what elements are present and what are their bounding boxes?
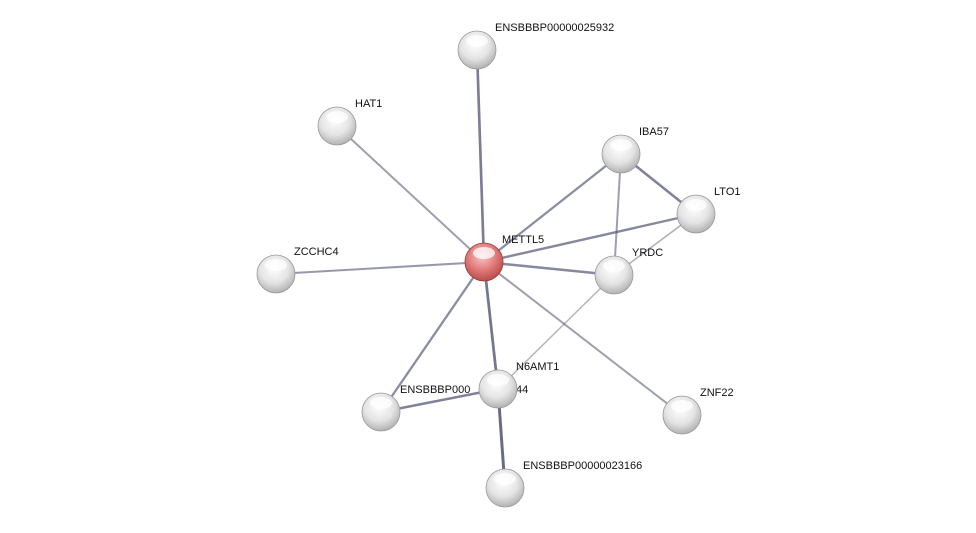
edge-iba57-yrdc[interactable]	[613, 153, 622, 276]
node-zcchc4[interactable]	[256, 254, 296, 294]
edge-mettl5-lto1[interactable]	[483, 212, 697, 264]
edge-mettl5-znf22[interactable]	[483, 261, 683, 416]
node-label-tail-e44: 44	[516, 384, 528, 396]
node-label-n6amt1: N6AMT1	[516, 361, 559, 373]
node-e25932[interactable]	[457, 30, 497, 70]
node-e23166[interactable]	[485, 468, 525, 508]
node-iba57[interactable]	[601, 134, 641, 174]
node-n6amt1[interactable]	[478, 369, 518, 409]
node-label-e25932: ENSBBBP00000025932	[495, 22, 614, 34]
node-label-e44: ENSBBBP000	[400, 384, 470, 396]
node-label-mettl5: METTL5	[502, 234, 544, 246]
node-e44[interactable]	[361, 392, 401, 432]
node-label-lto1: LTO1	[714, 186, 741, 198]
edge-mettl5-zcchc4[interactable]	[275, 260, 485, 276]
node-lto1[interactable]	[676, 194, 716, 234]
node-label-iba57: IBA57	[639, 126, 669, 138]
node-znf22[interactable]	[662, 395, 702, 435]
edge-mettl5-n6amt1[interactable]	[482, 261, 500, 390]
edge-mettl5-e44[interactable]	[380, 261, 485, 413]
node-label-yrdc: YRDC	[632, 247, 663, 259]
node-mettl5[interactable]	[464, 242, 504, 282]
node-label-e23166: ENSBBBP00000023166	[523, 460, 642, 472]
edge-mettl5-iba57[interactable]	[483, 153, 622, 263]
node-yrdc[interactable]	[594, 255, 634, 295]
edge-mettl5-e25932[interactable]	[475, 49, 486, 263]
edge-n6amt1-e44[interactable]	[380, 387, 499, 414]
edge-yrdc-n6amt1[interactable]	[497, 274, 615, 390]
edge-mettl5-yrdc[interactable]	[483, 260, 615, 277]
node-hat1[interactable]	[317, 106, 357, 146]
node-label-znf22: ZNF22	[700, 387, 734, 399]
node-label-zcchc4: ZCCHC4	[294, 246, 339, 258]
node-label-hat1: HAT1	[355, 98, 382, 110]
edge-mettl5-hat1[interactable]	[336, 125, 485, 263]
